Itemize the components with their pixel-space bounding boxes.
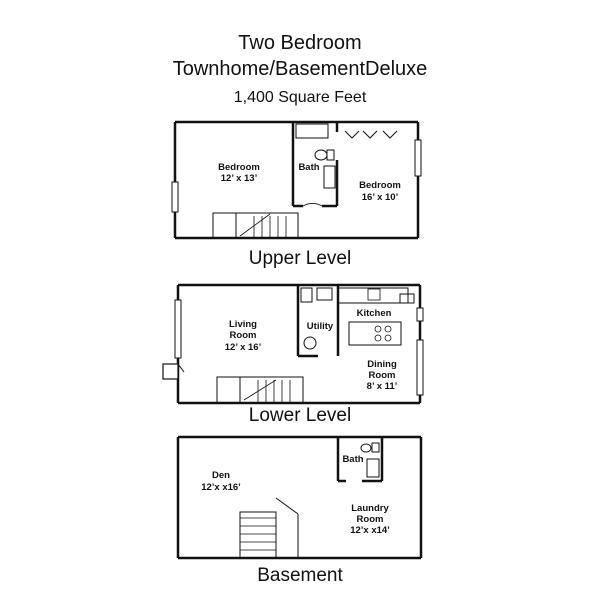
- laundry-room-size: 12’x x14’: [350, 525, 390, 536]
- basement-plan: [176, 435, 423, 560]
- lower-level-plan: [162, 283, 424, 405]
- dining-room-label2: Room: [369, 370, 396, 381]
- dining-room-label1: Dining: [367, 359, 397, 370]
- laundry-room-label2: Room: [357, 514, 384, 525]
- upper-bedroom2-label: Bedroom: [359, 180, 401, 191]
- upper-bedroom1-label: Bedroom: [218, 162, 260, 173]
- basement-label: Basement: [257, 565, 343, 586]
- dining-room-size: 8’ x 11’: [367, 381, 398, 392]
- utility-label: Utility: [307, 321, 334, 332]
- upper-bedroom2-size: 16’ x 10’: [362, 192, 398, 203]
- living-room-size: 12’ x 16’: [225, 342, 261, 353]
- living-room-label2: Room: [230, 330, 257, 341]
- plan-title-line2: Townhome/BasementDeluxe: [172, 58, 428, 80]
- den-size: 12’x x16’: [201, 482, 241, 493]
- plan-title-line1: Two Bedroom: [238, 32, 362, 54]
- plan-square-feet: 1,400 Square Feet: [233, 89, 367, 106]
- lower-level-label: Lower Level: [248, 405, 352, 426]
- kitchen-label: Kitchen: [357, 308, 392, 319]
- upper-level-label: Upper Level: [248, 248, 352, 269]
- basement-bath-label: Bath: [342, 454, 363, 465]
- living-room-label1: Living: [229, 319, 257, 330]
- upper-level-plan: [171, 120, 422, 240]
- upper-bedroom1-size: 12’ x 13’: [221, 173, 257, 184]
- laundry-room-label1: Laundry: [351, 503, 389, 514]
- den-label: Den: [212, 470, 230, 481]
- upper-bath-label: Bath: [298, 162, 319, 173]
